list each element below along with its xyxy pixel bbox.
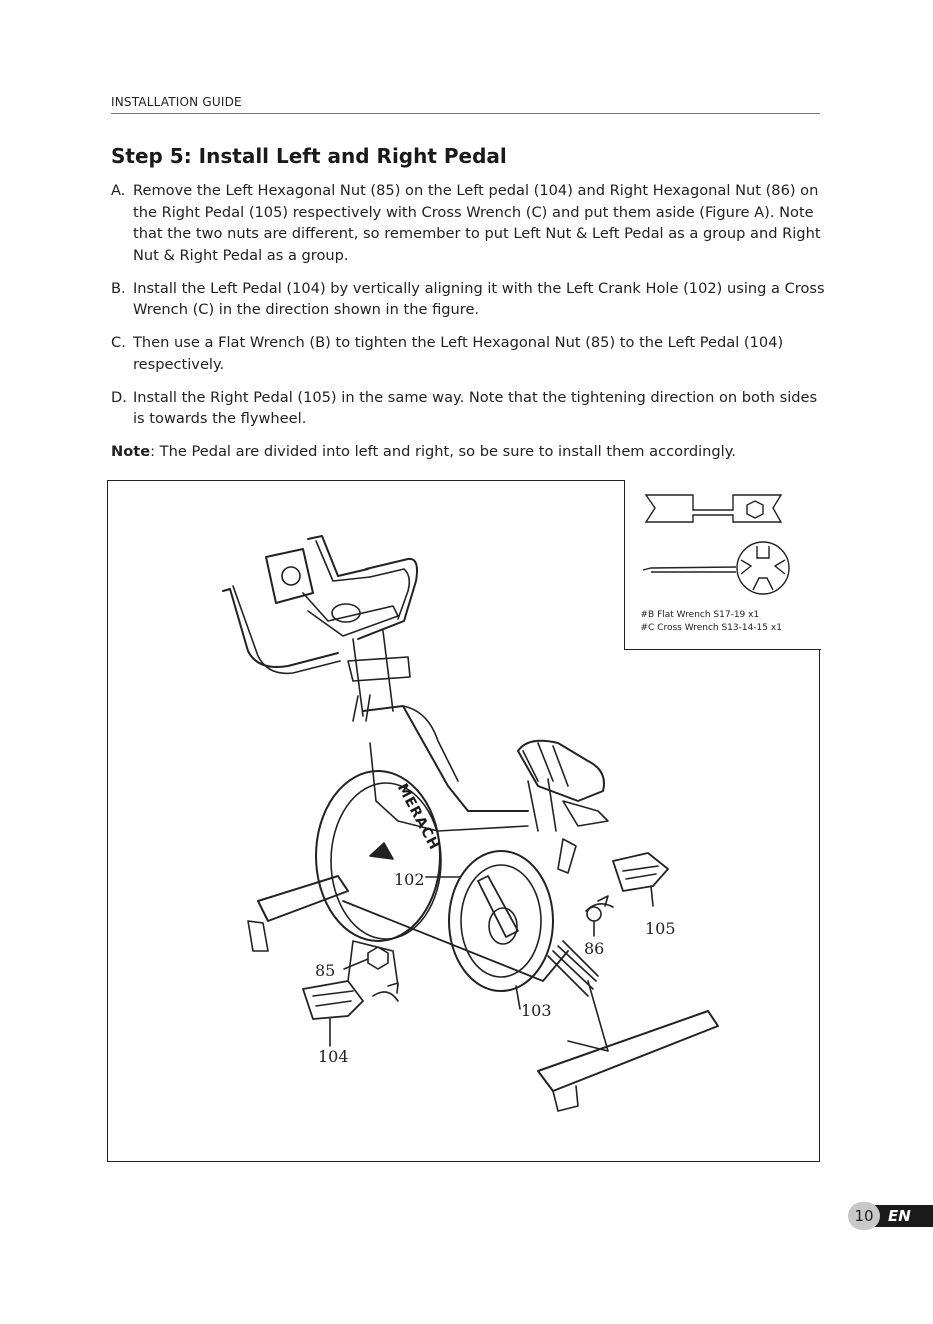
instruction-letter: B. [111, 279, 126, 297]
note-label: Note [111, 443, 151, 460]
instruction-letter: D. [111, 388, 127, 406]
instruction-b: B. Install the Left Pedal (104) by vertic… [111, 278, 826, 321]
note-text: : The Pedal are divided into left and ri… [150, 443, 736, 460]
instruction-c: C. Then use a Flat Wrench (B) to tighten … [111, 332, 826, 375]
instruction-text: Install the Right Pedal (105) in the sam… [133, 388, 818, 428]
pedal-installation-figure: MERACH #B Flat Wrench S17-19 x1 #C Cross… [107, 479, 821, 1162]
instruction-letter: A. [111, 182, 126, 199]
instructions-list: A. Remove the Left Hexagonal Nut (85) on … [111, 180, 826, 463]
page-badge: 10 EN [848, 1202, 933, 1230]
instruction-a: A. Remove the Left Hexagonal Nut (85) on … [111, 180, 826, 266]
callout-102: 102 [394, 870, 425, 889]
flat-wrench-icon [644, 493, 782, 523]
callout-86: 86 [584, 939, 605, 958]
instruction-letter: C. [111, 334, 126, 351]
page-number: 10 [848, 1202, 880, 1230]
flat-wrench-label: #B Flat Wrench S17-19 x1 [640, 609, 760, 620]
instruction-text: Install the Left Pedal (104) by vertical… [133, 279, 825, 319]
exercise-bike-illustration [222, 535, 719, 1112]
instruction-text: Then use a Flat Wrench (B) to tighten th… [133, 334, 784, 373]
cross-wrench-label: #C Cross Wrench S13-14-15 x1 [640, 622, 782, 633]
callout-103: 103 [521, 1001, 552, 1020]
running-header: INSTALLATION GUIDE [111, 95, 820, 114]
step-title: Step 5: Install Left and Right Pedal [111, 144, 507, 168]
tools-legend: #B Flat Wrench S17-19 x1 #C Cross Wrench… [623, 479, 821, 650]
instruction-text: Remove the Left Hexagonal Nut (85) on th… [133, 182, 821, 264]
callout-104: 104 [318, 1047, 349, 1066]
callout-105: 105 [645, 919, 676, 938]
cross-wrench-icon [642, 540, 790, 595]
callout-85: 85 [315, 961, 336, 980]
language-tag: EN [868, 1205, 933, 1227]
instruction-d: D. Install the Right Pedal (105) in the s… [111, 387, 826, 430]
note: Note: The Pedal are divided into left an… [111, 441, 826, 463]
